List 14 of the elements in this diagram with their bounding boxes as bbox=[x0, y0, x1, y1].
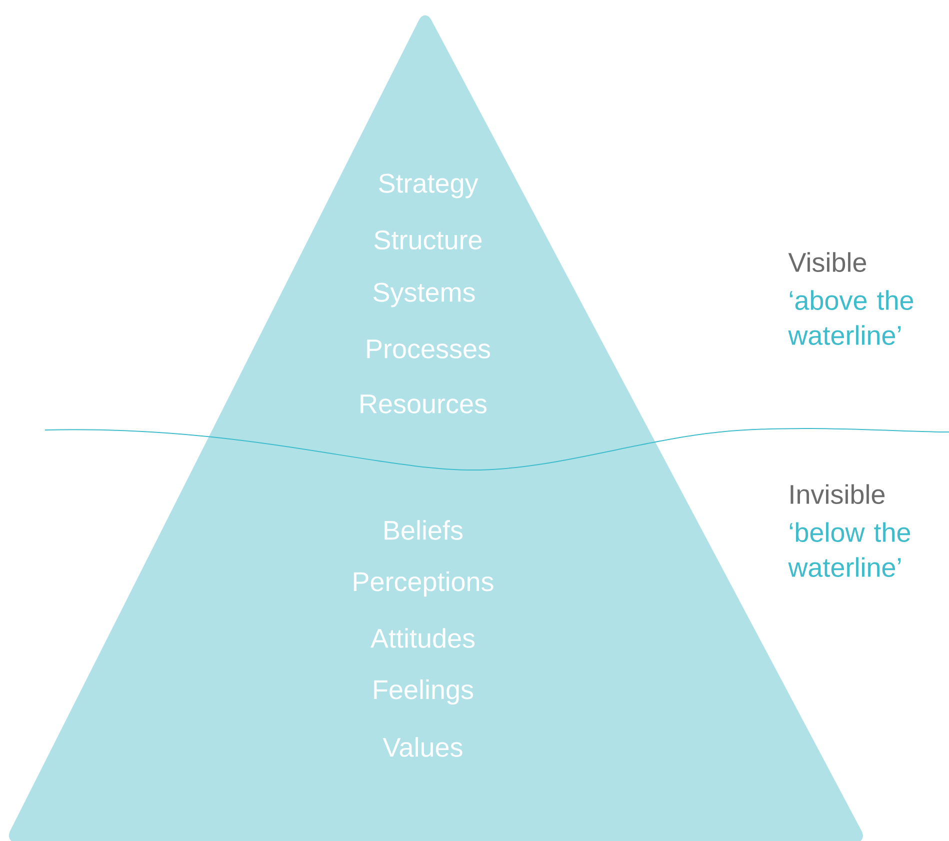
iceberg-label: Strategy bbox=[378, 174, 478, 198]
iceberg-label: Perceptions bbox=[354, 571, 494, 597]
iceberg-label: Feelings bbox=[374, 679, 474, 705]
visible-label: Visible bbox=[788, 252, 866, 272]
iceberg-label: Attitudes bbox=[370, 628, 475, 648]
iceberg-label: Resources bbox=[360, 394, 487, 414]
iceberg-label: Values bbox=[382, 737, 462, 757]
note-text: ‘above the waterline’ bbox=[788, 290, 914, 346]
note-text: ‘below the waterline’ bbox=[788, 522, 910, 578]
iceberg-label: Processes bbox=[367, 340, 490, 358]
invisible-label: Invisible bbox=[790, 484, 885, 504]
iceberg-label: Structure bbox=[374, 230, 482, 250]
iceberg-label: Systems bbox=[373, 282, 475, 308]
iceberg-label: Beliefs bbox=[384, 520, 463, 540]
